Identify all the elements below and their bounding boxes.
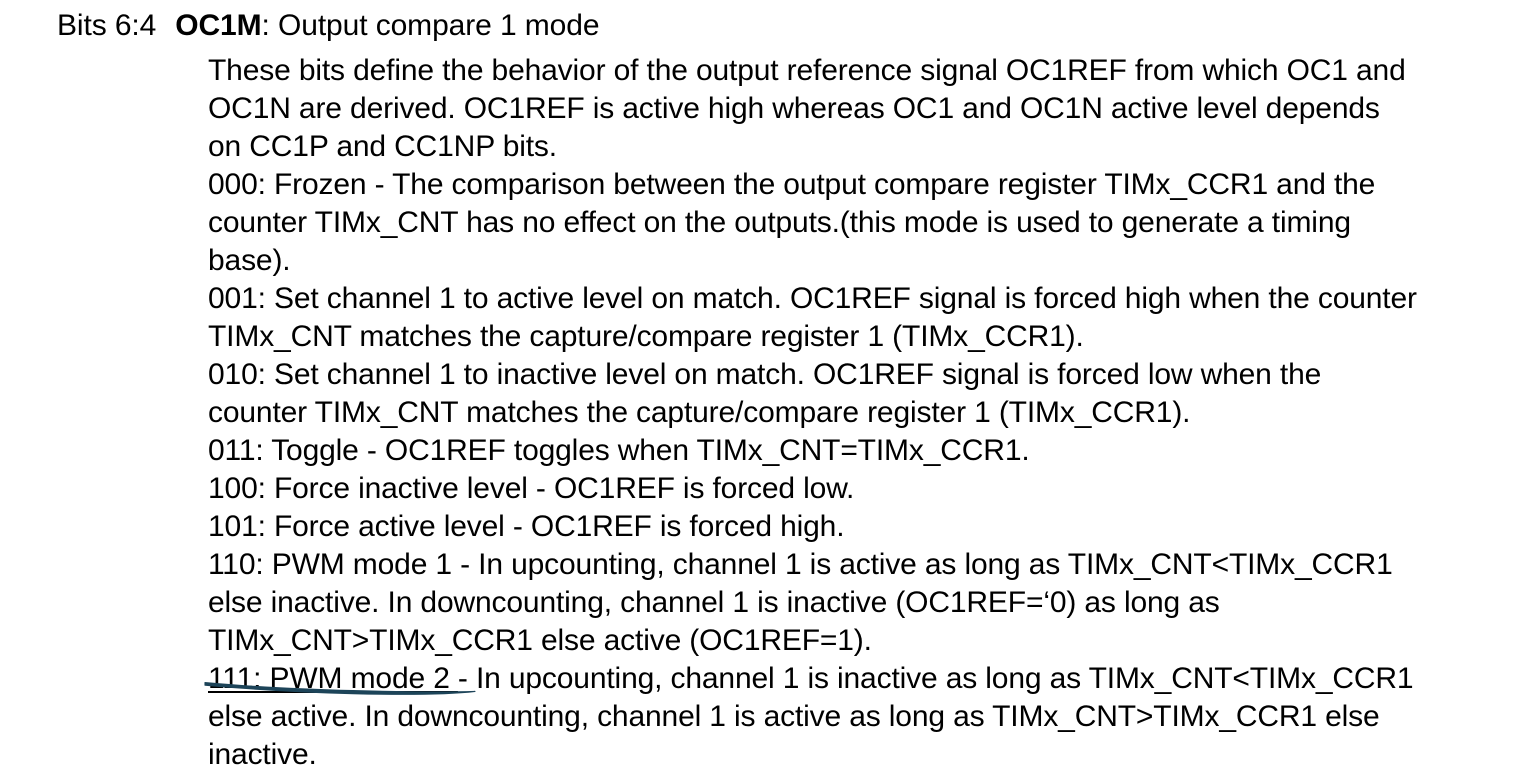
bit-field-body: These bits define the behavior of the ou… <box>208 52 1488 774</box>
text-line: 101: Force active level - OC1REF is forc… <box>208 510 845 543</box>
text-line: base). <box>208 244 291 277</box>
text-line: else active. In downcounting, channel 1 … <box>208 700 1380 733</box>
bit-field-description: : Output compare 1 mode <box>261 9 600 42</box>
text-line: 010: Set channel 1 to inactive level on … <box>208 358 1322 391</box>
mode-010-paragraph: 010: Set channel 1 to inactive level on … <box>208 356 1488 432</box>
text-line: OC1N are derived. OC1REF is active high … <box>208 92 1380 125</box>
text-line: TIMx_CNT>TIMx_CCR1 else active (OC1REF=1… <box>208 624 872 657</box>
text-line: on CC1P and CC1NP bits. <box>208 130 557 163</box>
mode-000-paragraph: 000: Frozen - The comparison between the… <box>208 166 1488 280</box>
mode-110-paragraph: 110: PWM mode 1 - In upcounting, channel… <box>208 546 1488 660</box>
mode-100-paragraph: 100: Force inactive level - OC1REF is fo… <box>208 470 1488 508</box>
text-line: 000: Frozen - The comparison between the… <box>208 168 1376 201</box>
mode-001-paragraph: 001: Set channel 1 to active level on ma… <box>208 280 1488 356</box>
text-line: 111: PWM mode 2 - In upcounting, channel… <box>208 660 1488 698</box>
bits-range-label: Bits 6:4 <box>57 9 157 42</box>
text-line: else inactive. In downcounting, channel … <box>208 586 1220 619</box>
text-line: counter TIMx_CNT has no effect on the ou… <box>208 206 1351 239</box>
mode-111-paragraph: 111: PWM mode 2 - In upcounting, channel… <box>208 660 1488 774</box>
text-line: These bits define the behavior of the ou… <box>208 54 1406 87</box>
text-line: TIMx_CNT matches the capture/compare reg… <box>208 320 1084 353</box>
text-line: counter TIMx_CNT matches the capture/com… <box>208 396 1191 429</box>
bit-field-header: Bits 6:4 OC1M: Output compare 1 mode <box>57 7 600 45</box>
text-line-remainder: - In upcounting, channel 1 is inactive a… <box>457 662 1414 695</box>
text-line: 001: Set channel 1 to active level on ma… <box>208 282 1417 315</box>
text-line: 011: Toggle - OC1REF toggles when TIMx_C… <box>208 434 1030 467</box>
mode-101-paragraph: 101: Force active level - OC1REF is forc… <box>208 508 1488 546</box>
text-line: inactive. <box>208 738 317 771</box>
mode-011-paragraph: 011: Toggle - OC1REF toggles when TIMx_C… <box>208 432 1488 470</box>
text-line: 100: Force inactive level - OC1REF is fo… <box>208 472 855 505</box>
underlined-mode-label: 111: PWM mode 2 <box>208 662 458 695</box>
bit-field-name: OC1M <box>175 9 262 42</box>
intro-paragraph: These bits define the behavior of the ou… <box>208 52 1488 166</box>
text-line: 110: PWM mode 1 - In upcounting, channel… <box>208 548 1393 581</box>
